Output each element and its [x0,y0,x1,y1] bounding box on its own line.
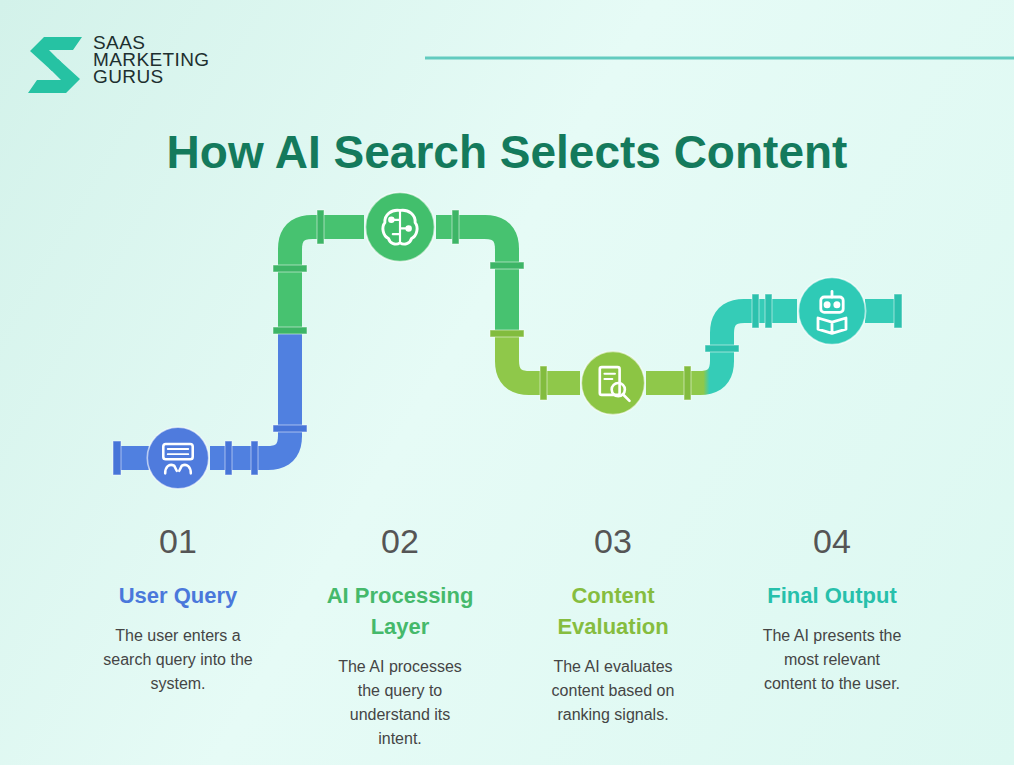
icon-stroke [604,374,615,379]
logo-symbol [28,37,82,93]
pipe-connector [436,227,580,383]
icon-stroke [825,303,829,307]
pipe-flange [752,294,759,328]
step-text-column: 03Content EvaluationThe AI evaluates con… [503,522,723,727]
step-text-column: 04Final OutputThe AI presents the most r… [722,522,942,696]
pipe-flange [765,294,772,328]
badge-circle [147,427,208,488]
icon-stroke [835,303,839,307]
icon-stroke [163,444,192,459]
step-heading: Final Output [743,580,921,611]
pipe-stub [117,446,149,470]
step-number: 04 [722,522,942,560]
step-circle: 01User QueryThe user enters a search que… [146,426,210,490]
step-heading: User Query [89,580,267,611]
step-description: The AI presents the most relevant conten… [759,624,905,696]
pipe-flange [273,425,307,432]
brand-name: SAAS MARKETING GURUS [93,34,223,85]
diagram-title: How AI Search Selects Content [0,125,1014,179]
pipe-flange [251,441,258,475]
pipe-flange [452,210,459,244]
step-badge [797,276,867,346]
step-badge [364,191,436,263]
pipe-flange [113,441,121,475]
step-badge [146,426,210,490]
step-circle: 02AI Processing LayerThe AI processes th… [364,191,436,263]
pipe-flange [225,441,232,475]
step-circle: 04Final OutputThe AI presents the most r… [797,276,867,346]
step-circle: 03Content EvaluationThe AI evaluates con… [580,350,646,416]
badge-circle [365,192,434,261]
pipe-connector [646,311,797,383]
step-text-column: 02 AI Processing LayerThe AI processes th… [290,522,510,751]
step-number: 02 [290,522,510,560]
logo-part [28,59,80,93]
pipe-flange [273,327,307,334]
step-heading: Content Evaluation [524,580,702,642]
icon-stroke [179,465,191,473]
pipe-flange [894,294,902,328]
pipe-flange [705,345,739,352]
icon-stroke [383,210,417,244]
icon-stroke [168,449,188,454]
step-heading: AI Processing Layer [311,580,489,642]
icon-stroke [600,367,620,395]
step-description: The AI processes the query to understand… [333,655,468,751]
step-number: 01 [68,522,288,560]
badge-circle [581,351,644,414]
step-description: The user enters a search query into the … [96,624,261,696]
badge-circle [798,277,865,344]
pipe-flange [273,265,307,272]
icon-stroke [821,297,843,312]
step-icon [818,291,846,333]
step-badge [580,350,646,416]
step-icon [600,367,630,401]
step-icon [163,444,192,473]
icon-stroke [818,318,846,333]
icon-stroke [623,394,630,401]
pipe-flange [540,366,547,400]
pipe-flange [490,330,524,337]
pipe-flange [317,210,324,244]
step-number: 03 [503,522,723,560]
pipe-connector [210,227,364,458]
pipe-flange [684,366,691,400]
icon-stroke [407,227,411,231]
header-rule [425,57,1014,60]
step-description: The AI evaluates content based on rankin… [538,655,688,727]
icon-stroke [390,218,394,222]
pipe-flange [490,262,524,269]
icon-stroke [165,465,177,473]
step-icon [383,210,417,244]
step-text-column: 01User QueryThe user enters a search que… [68,522,288,696]
